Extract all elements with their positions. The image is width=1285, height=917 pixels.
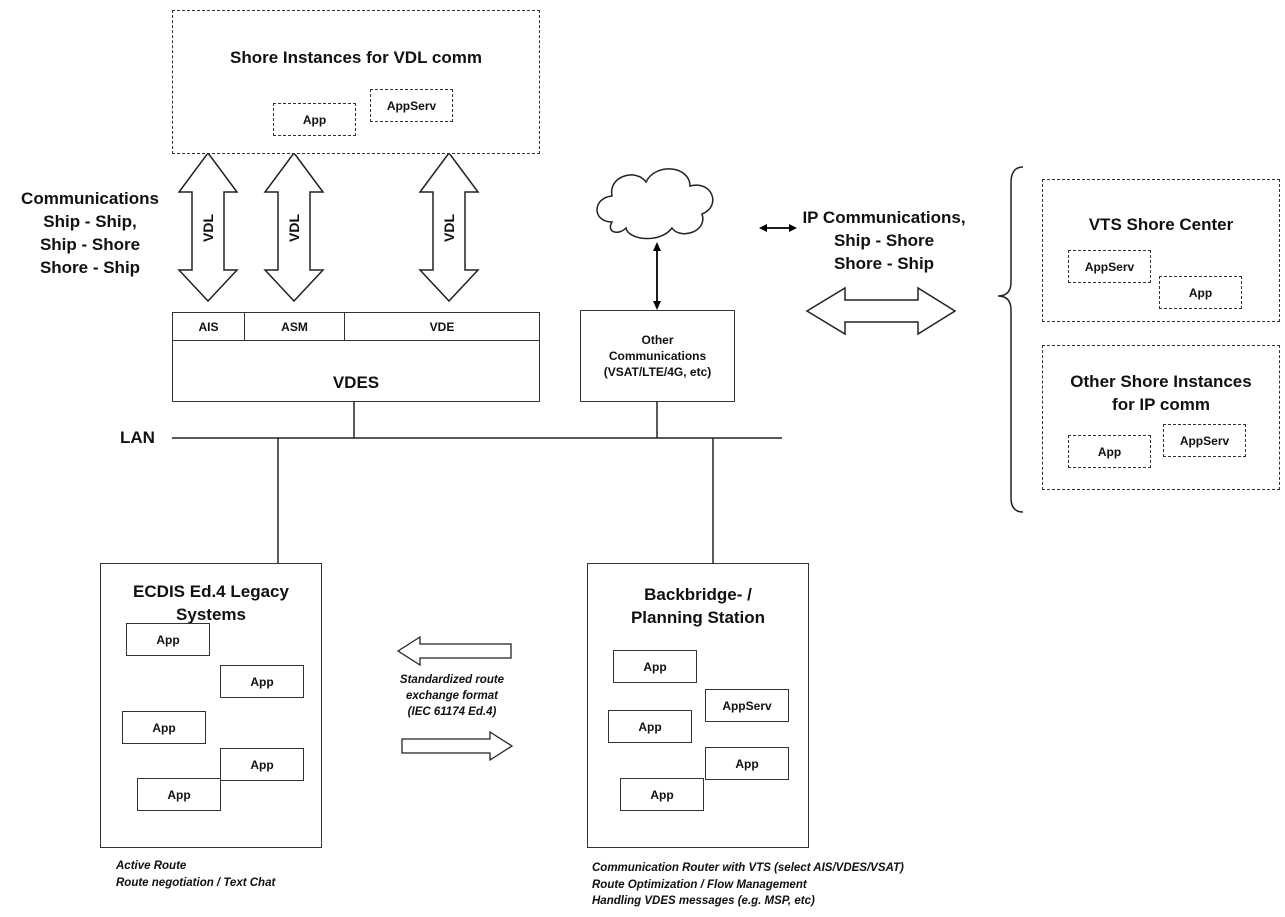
shore-vdl-box bbox=[172, 10, 540, 154]
route-arrow-left bbox=[396, 635, 512, 667]
backbridge-app: App bbox=[705, 747, 789, 780]
cloud-icon bbox=[596, 168, 714, 240]
ecdis-app: App bbox=[220, 665, 304, 698]
vts-app: App bbox=[1159, 276, 1242, 309]
lan-label: LAN bbox=[120, 428, 155, 447]
vdl-arrow-2 bbox=[263, 151, 325, 303]
vdes-segment-asm: ASM bbox=[244, 312, 345, 341]
other-shore-app: App bbox=[1068, 435, 1151, 468]
other-shore-box bbox=[1042, 345, 1280, 490]
ip-double-arrow bbox=[805, 286, 957, 336]
ip-comm-label: IP Communications, Ship - Shore Shore - … bbox=[802, 208, 966, 273]
vdes-title: VDES bbox=[332, 372, 380, 392]
vts-title: VTS Shore Center bbox=[1088, 214, 1234, 234]
backbridge-app: App bbox=[613, 650, 697, 683]
ecdis-app: App bbox=[137, 778, 221, 811]
backbridge-app: App bbox=[620, 778, 704, 811]
vdes-segment-vde: VDE bbox=[344, 312, 540, 341]
shore-brace bbox=[997, 166, 1024, 513]
shore-vdl-title: Shore Instances for VDL comm bbox=[230, 47, 482, 67]
route-arrow-right bbox=[401, 730, 514, 762]
vdl-arrow-3 bbox=[418, 151, 480, 303]
backbridge-notes: Communication Router with VTS (select AI… bbox=[592, 862, 904, 908]
route-exchange-label: Standardized route exchange format (IEC … bbox=[399, 674, 505, 719]
ecdis-app: App bbox=[126, 623, 210, 656]
vdes-segment-ais: AIS bbox=[172, 312, 245, 341]
other-shore-title: Other Shore Instances for IP comm bbox=[1070, 372, 1252, 414]
other-comm-box: Other Communications (VSAT/LTE/4G, etc) bbox=[580, 310, 735, 402]
other-shore-appserv: AppServ bbox=[1163, 424, 1246, 457]
ecdis-notes: Active Route Route negotiation / Text Ch… bbox=[116, 860, 276, 889]
ecdis-app: App bbox=[220, 748, 304, 781]
backbridge-appserv: AppServ bbox=[705, 689, 789, 722]
shore-vdl-app: App bbox=[273, 103, 356, 136]
comm-label: Communications Ship - Ship, Ship - Shore… bbox=[21, 189, 159, 277]
backbridge-title: Backbridge- / Planning Station bbox=[630, 585, 766, 627]
ecdis-app: App bbox=[122, 711, 206, 744]
vdl-arrow-1 bbox=[177, 151, 239, 303]
vdl-label-1: VDL bbox=[199, 214, 216, 242]
vdl-label-2: VDL bbox=[285, 214, 302, 242]
backbridge-app: App bbox=[608, 710, 692, 743]
ecdis-title: ECDIS Ed.4 Legacy Systems bbox=[133, 582, 289, 624]
vdl-label-3: VDL bbox=[440, 214, 457, 242]
shore-vdl-appserv: AppServ bbox=[370, 89, 453, 122]
vts-appserv: AppServ bbox=[1068, 250, 1151, 283]
